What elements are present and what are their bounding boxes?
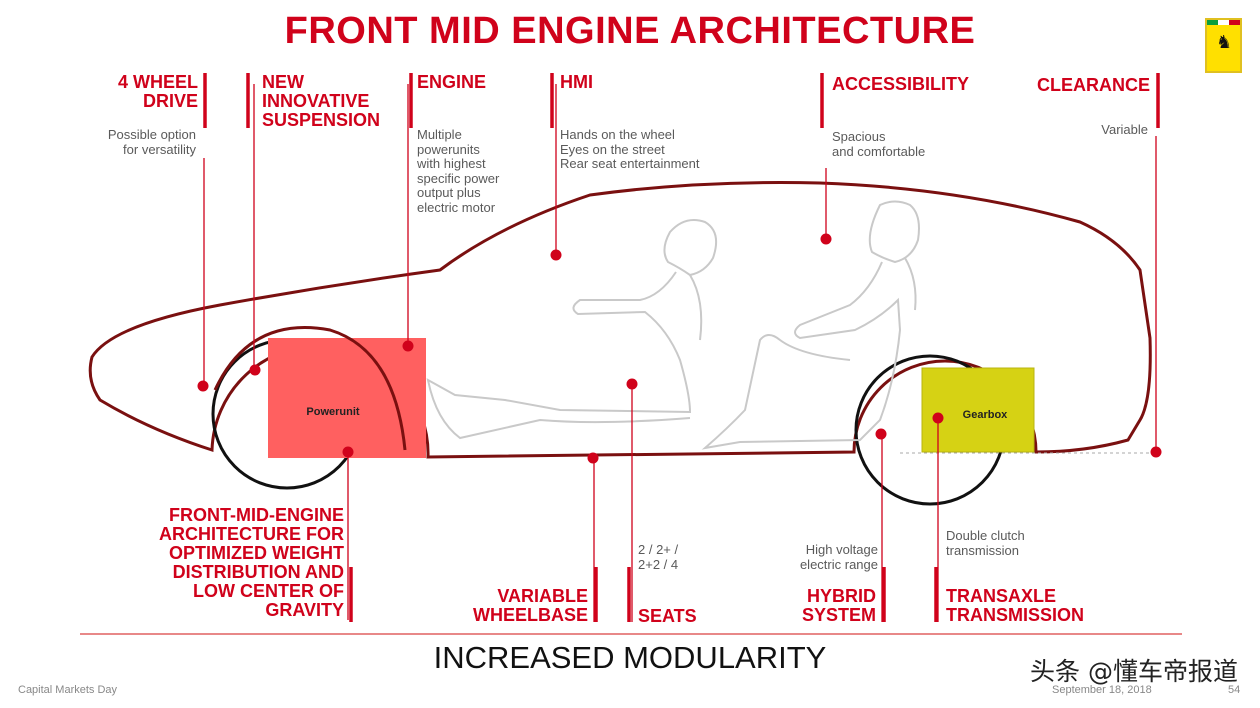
label-transaxle: TRANSAXLE TRANSMISSION	[946, 587, 1084, 625]
passenger-figure	[701, 200, 920, 450]
desc-clearance: Variable	[1101, 122, 1148, 138]
desc-line: Multiple	[417, 127, 462, 142]
watermark: 头条 @懂车帝报道	[1030, 657, 1238, 686]
label-line: HMI	[560, 72, 593, 92]
label-line: VARIABLE	[497, 586, 588, 606]
label-line: INNOVATIVE	[262, 91, 370, 111]
label-hybrid-system: HYBRID SYSTEM	[802, 587, 876, 625]
label-hmi: HMI	[560, 73, 593, 92]
label-line: GRAVITY	[265, 600, 344, 620]
label-suspension: NEW INNOVATIVE SUSPENSION	[262, 73, 380, 130]
label-line: NEW	[262, 72, 304, 92]
desc-hybrid: High voltage electric range	[799, 542, 878, 572]
label-line: DISTRIBUTION AND	[172, 562, 344, 582]
footer-date: September 18, 2018	[1052, 684, 1152, 696]
desc-line: 2 / 2+ /	[638, 542, 679, 557]
prancing-horse-icon: ♞	[1216, 32, 1233, 52]
desc-line: for versatility	[123, 141, 196, 157]
powerunit-label: Powerunit	[306, 406, 360, 418]
desc-line: electric range	[799, 556, 878, 572]
label-4-wheel-drive: 4 WHEEL DRIVE	[118, 73, 198, 111]
powerunit-box	[268, 338, 426, 458]
desc-line: Variable	[1101, 122, 1148, 137]
desc-line: Double clutch	[946, 528, 1025, 543]
label-seats: SEATS	[638, 607, 697, 626]
label-variable-wheelbase: VARIABLE WHEELBASE	[473, 587, 588, 625]
desc-line: and comfortable	[832, 143, 926, 159]
label-engine: ENGINE	[417, 73, 486, 92]
label-line: SEATS	[638, 606, 697, 626]
logo-stripe	[1207, 20, 1240, 25]
desc-line: Spacious	[832, 129, 886, 144]
label-line: TRANSAXLE	[946, 586, 1057, 606]
desc-line: High voltage	[805, 542, 878, 557]
desc-transaxle: Double clutch transmission	[946, 528, 1025, 558]
label-line: 4 WHEEL	[117, 72, 198, 92]
label-line: ACCESSIBILITY	[832, 74, 970, 94]
desc-line: with highest	[417, 156, 486, 171]
label-line: WHEELBASE	[472, 605, 588, 625]
footer-left: Capital Markets Day	[18, 684, 118, 696]
gearbox-label: Gearbox	[963, 409, 1009, 421]
desc-line: specific power	[417, 170, 500, 186]
label-line: LOW CENTER OF	[193, 581, 344, 601]
page-number: 54	[1228, 684, 1241, 696]
callout-dots	[197, 233, 1162, 464]
footer-title: INCREASED MODULARITY	[433, 640, 827, 675]
leader-lines	[203, 84, 1157, 622]
desc-line: electric motor	[417, 199, 496, 215]
desc-4-wheel-drive: Possible option for versatility	[107, 127, 196, 157]
slide-title: FRONT MID ENGINE ARCHITECTURE	[284, 10, 976, 52]
label-front-mid-engine: FRONT-MID-ENGINE ARCHITECTURE FOR OPTIMI…	[159, 506, 344, 620]
label-line: TRANSMISSION	[946, 605, 1085, 625]
label-line: DRIVE	[142, 91, 198, 111]
desc-seats: 2 / 2+ / 2+2 / 4	[638, 542, 679, 572]
label-line: ENGINE	[417, 72, 487, 92]
label-line: HYBRID	[806, 586, 876, 606]
desc-line: powerunits	[417, 141, 480, 157]
gearbox-box	[921, 367, 1035, 453]
desc-line: output plus	[417, 185, 481, 200]
label-line: SYSTEM	[801, 605, 876, 625]
label-bars	[203, 73, 1160, 622]
label-clearance: CLEARANCE	[1037, 76, 1150, 95]
desc-line: Eyes on the street	[560, 141, 665, 157]
label-line: OPTIMIZED WEIGHT	[169, 543, 344, 563]
label-line: SUSPENSION	[262, 110, 381, 130]
driver-figure	[426, 219, 718, 440]
front-arch	[213, 326, 407, 451]
ferrari-logo: ♞	[1205, 18, 1242, 73]
desc-line: Possible option	[107, 127, 196, 142]
desc-line: Hands on the wheel	[560, 127, 675, 142]
desc-line: 2+2 / 4	[638, 556, 679, 572]
car-outline	[88, 181, 1152, 459]
label-line: CLEARANCE	[1036, 75, 1150, 95]
label-line: ARCHITECTURE FOR	[159, 524, 344, 544]
desc-engine: Multiple powerunits with highest specifi…	[417, 127, 500, 215]
desc-hmi: Hands on the wheel Eyes on the street Re…	[560, 127, 700, 172]
label-line: FRONT-MID-ENGINE	[169, 505, 344, 525]
label-accessibility: ACCESSIBILITY	[832, 75, 969, 94]
desc-accessibility: Spacious and comfortable	[832, 129, 926, 159]
desc-line: transmission	[946, 542, 1019, 558]
desc-line: Rear seat entertainment	[560, 156, 700, 171]
